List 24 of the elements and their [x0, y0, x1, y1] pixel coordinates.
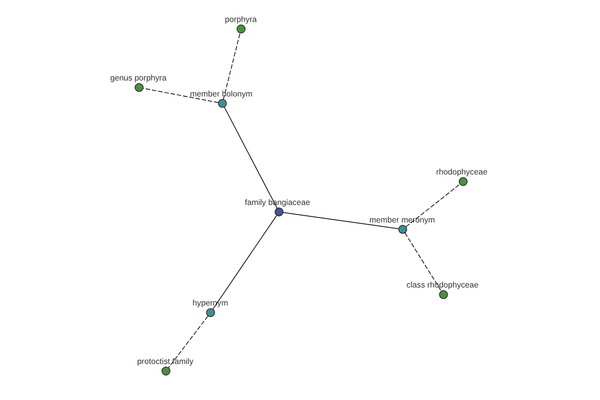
node-circle [274, 208, 284, 216]
connector [404, 232, 442, 292]
node-circle [206, 308, 215, 318]
node-circle [458, 177, 468, 186]
node-label: porphyra [224, 14, 257, 24]
node-label: rhodophyceae [436, 168, 488, 177]
node-label: protoctist family [137, 357, 194, 366]
node-circle [134, 83, 144, 92]
node-circle [439, 290, 448, 299]
connector [224, 106, 278, 209]
node-circle [236, 24, 246, 34]
node-label: class rhodophyceae [406, 280, 479, 290]
connector [223, 32, 240, 100]
node-circle [162, 366, 170, 376]
node-label: genus porphyra [110, 73, 167, 82]
connector [282, 212, 399, 230]
node-circle [398, 224, 408, 234]
connector [406, 184, 460, 228]
connector [212, 215, 277, 310]
node-circle [218, 98, 227, 108]
node-label: member meronym [369, 215, 436, 224]
connector [168, 316, 208, 368]
node-label: member holonym [190, 89, 253, 98]
connector [142, 88, 219, 103]
